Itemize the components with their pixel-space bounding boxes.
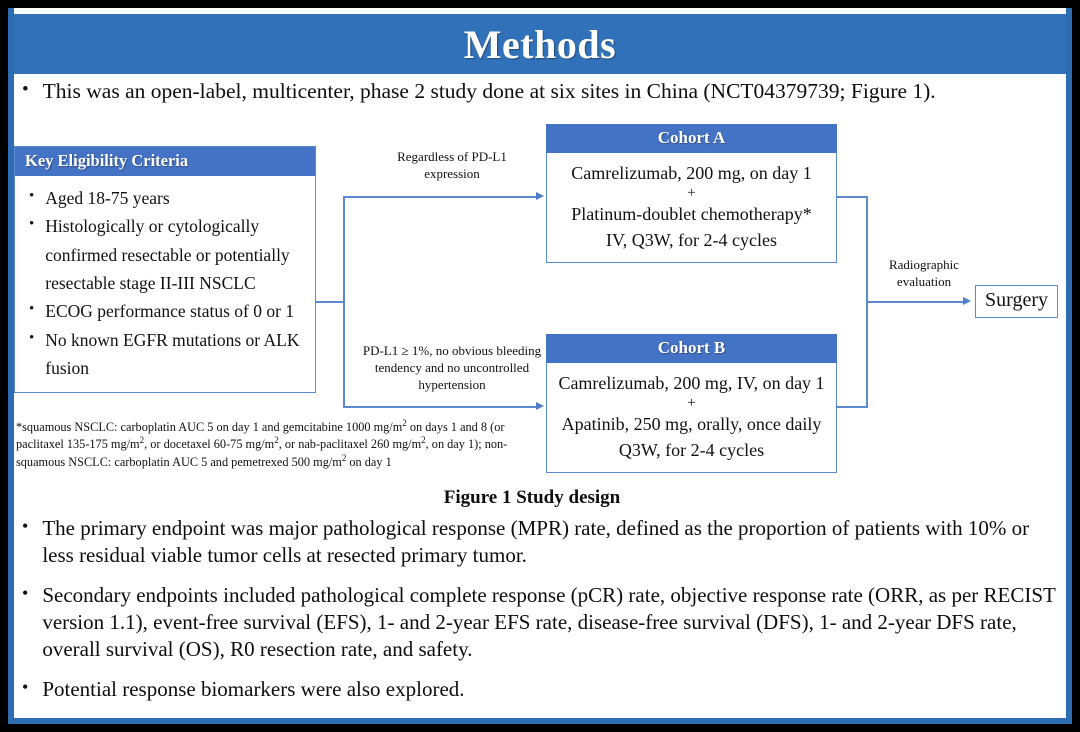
eligibility-body: • Aged 18-75 years • Histologically or c… (14, 176, 316, 394)
list-item: • No known EGFR mutations or ALK fusion (21, 326, 309, 383)
list-item: • Histologically or cytologically confir… (21, 212, 309, 297)
list-item: • Aged 18-75 years (21, 184, 309, 212)
page-title: Methods (463, 21, 617, 67)
cohort-b-line-1: Camrelizumab, 200 mg, IV, on day 1 (558, 373, 825, 393)
footnote-part-2: on days 1 and 8 (or paclitaxel 135-175 m… (16, 420, 505, 452)
bullet-marker-icon: • (22, 677, 29, 698)
endpoint-bullet-list: • The primary endpoint was major patholo… (22, 515, 1056, 716)
arrow-head-cohort-b-icon (536, 402, 544, 410)
footnote-sup-2: 2 (139, 435, 145, 446)
eligibility-box: Key Eligibility Criteria • Aged 18-75 ye… (14, 146, 316, 394)
cohort-a-line-2: Platinum-doublet chemotherapy* (571, 204, 812, 225)
eligibility-list: • Aged 18-75 years • Histologically or c… (21, 184, 309, 382)
list-item-label: ECOG performance status of 0 or 1 (45, 301, 295, 322)
list-item: • Potential response biomarkers were als… (22, 676, 1056, 703)
footnote-sup-1: 2 (402, 418, 407, 428)
list-item: • The primary endpoint was major patholo… (22, 515, 1056, 569)
bullet-marker-icon: • (29, 216, 35, 233)
connector-cohort-b-horizontal (343, 406, 538, 408)
cohort-a-line-3: IV, Q3W, for 2-4 cycles (606, 230, 777, 251)
cohort-a-plus: + (687, 185, 696, 202)
surgery-box: Surgery (975, 285, 1058, 318)
cohort-b-line-2: Apatinib, 250 mg, orally, once daily (561, 414, 822, 435)
footnote-sup-4: 2 (421, 435, 426, 446)
footnote-part-5: , on day 1); non-squamous NSCLC: carbopl… (16, 437, 508, 469)
connector-cohort-a-out (837, 196, 868, 198)
bullet-marker-icon: • (29, 329, 35, 346)
list-item: • ECOG performance status of 0 or 1 (21, 297, 309, 325)
footnote-part-3: , or docetaxel 60-75 mg/m (144, 437, 275, 452)
cohort-a-header: Cohort A (546, 124, 837, 153)
bullet-marker-icon: • (22, 583, 29, 604)
footnote-part-1: *squamous NSCLC: carboplatin AUC 5 on da… (16, 420, 403, 435)
eligibility-header: Key Eligibility Criteria (14, 146, 316, 176)
bullet-marker-icon: • (29, 301, 35, 318)
bullet-marker-icon: • (22, 516, 29, 536)
footnote-part-4: , or nab-paclitaxel 260 mg/m (278, 437, 422, 452)
list-item-label: Secondary endpoints included pathologica… (42, 583, 1056, 662)
cohort-b-body: Camrelizumab, 200 mg, IV, on day 1 + Apa… (546, 363, 837, 474)
label-regardless-pdl1: Regardless of PD-L1 expression (397, 149, 507, 182)
lead-bullet-text: This was an open-label, multicenter, pha… (42, 79, 936, 103)
connector-surgery-horizontal (866, 301, 966, 303)
cohort-a-box: Cohort A Camrelizumab, 200 mg, on day 1 … (546, 124, 837, 264)
arrow-head-surgery-icon (963, 297, 971, 305)
cohort-b-header: Cohort B (546, 334, 837, 363)
cohort-b-box: Cohort B Camrelizumab, 200 mg, IV, on da… (546, 334, 837, 474)
list-item-label: The primary endpoint was major pathologi… (42, 516, 1030, 568)
bullet-marker-icon: • (29, 188, 35, 204)
label-pdl1-criteria: PD-L1 ≥ 1%, no obvious bleeding tendency… (362, 343, 542, 393)
bullet-marker-icon: • (22, 79, 29, 100)
label-radiographic-evaluation: Radiographic evaluation (888, 257, 960, 290)
connector-cohort-b-out (837, 406, 868, 408)
cohort-b-line-3: Q3W, for 2-4 cycles (618, 440, 765, 461)
footnote-part-6: on day 1 (346, 454, 392, 469)
list-item-label: Potential response biomarkers were also … (42, 677, 465, 702)
figure-caption: Figure 1 Study design (443, 487, 621, 508)
study-design-diagram: Key Eligibility Criteria • Aged 18-75 ye… (0, 112, 1064, 502)
footnote-sup-3: 2 (274, 435, 279, 446)
chemotherapy-footnote: *squamous NSCLC: carboplatin AUC 5 on da… (16, 418, 546, 470)
footnote-sup-5: 2 (341, 452, 347, 463)
slide-title-bar: Methods (14, 14, 1066, 74)
list-item-label: No known EGFR mutations or ALK fusion (45, 329, 300, 379)
list-item-label: Aged 18-75 years (45, 188, 170, 208)
connector-trunk-vertical (343, 196, 345, 408)
connector-cohort-a-horizontal (343, 196, 538, 198)
connector-trunk-horizontal (316, 301, 345, 303)
cohort-a-line-1: Camrelizumab, 200 mg, on day 1 (571, 163, 812, 183)
list-item-label: Histologically or cytologically confirme… (45, 216, 290, 294)
cohort-b-plus: + (687, 395, 696, 412)
cohort-a-body: Camrelizumab, 200 mg, on day 1 + Platinu… (546, 153, 837, 264)
list-item: • Secondary endpoints included pathologi… (22, 582, 1056, 663)
arrow-head-cohort-a-icon (536, 192, 544, 200)
lead-bullet: • This was an open-label, multicenter, p… (22, 78, 1052, 105)
